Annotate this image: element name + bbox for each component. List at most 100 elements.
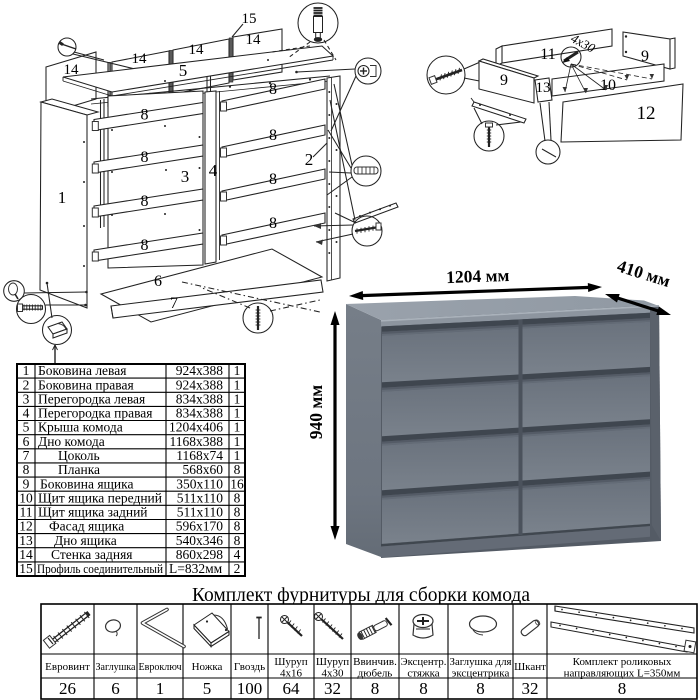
svg-text:Шуруп: Шуруп <box>316 656 349 668</box>
svg-text:эксцентрика: эксцентрика <box>452 668 510 680</box>
svg-text:1204 мм: 1204 мм <box>446 265 510 287</box>
svg-text:1: 1 <box>234 377 241 392</box>
svg-text:14: 14 <box>64 62 80 78</box>
svg-text:8: 8 <box>234 533 241 548</box>
svg-text:7: 7 <box>170 295 178 312</box>
svg-text:Шкант: Шкант <box>514 661 546 673</box>
svg-text:9: 9 <box>500 72 508 89</box>
svg-text:1168х388: 1168х388 <box>170 434 224 449</box>
svg-text:10: 10 <box>600 77 616 94</box>
svg-text:15: 15 <box>19 561 33 576</box>
svg-text:26: 26 <box>59 679 76 698</box>
svg-text:924х388: 924х388 <box>176 377 224 392</box>
svg-text:2: 2 <box>23 377 30 392</box>
svg-text:2: 2 <box>305 150 314 169</box>
svg-text:3: 3 <box>181 167 190 186</box>
svg-text:Дно комода: Дно комода <box>38 434 105 449</box>
svg-text:1168х74: 1168х74 <box>176 448 223 463</box>
svg-text:15: 15 <box>242 11 257 27</box>
svg-text:1: 1 <box>23 363 30 378</box>
svg-text:8: 8 <box>269 171 277 188</box>
svg-text:Фасад ящика: Фасад ящика <box>49 519 124 534</box>
svg-text:Щит ящика передний: Щит ящика передний <box>38 490 162 505</box>
svg-text:8: 8 <box>476 679 485 698</box>
svg-text:Шуруп: Шуруп <box>274 656 307 668</box>
svg-text:12: 12 <box>19 519 33 534</box>
svg-text:4: 4 <box>209 161 218 180</box>
svg-text:1: 1 <box>234 392 241 407</box>
svg-text:Перегородка левая: Перегородка левая <box>38 392 145 407</box>
svg-text:8: 8 <box>141 237 149 254</box>
svg-text:11: 11 <box>540 46 555 63</box>
svg-text:12: 12 <box>637 103 656 124</box>
svg-text:8: 8 <box>234 490 241 505</box>
svg-text:511х110: 511х110 <box>177 490 223 505</box>
svg-text:8: 8 <box>419 679 428 698</box>
svg-text:5: 5 <box>203 679 212 698</box>
svg-text:350х110: 350х110 <box>176 476 223 491</box>
svg-text:540х346: 540х346 <box>176 533 224 548</box>
svg-text:6: 6 <box>23 434 30 449</box>
svg-text:Цоколь: Цоколь <box>58 448 100 463</box>
svg-text:Комплект роликовых: Комплект роликовых <box>573 656 672 668</box>
svg-text:64: 64 <box>283 679 301 698</box>
svg-text:940 мм: 940 мм <box>306 385 326 440</box>
svg-text:8: 8 <box>234 519 241 534</box>
svg-text:14: 14 <box>246 32 262 48</box>
svg-text:16: 16 <box>230 476 244 491</box>
svg-text:Крыша комода: Крыша комода <box>38 420 123 435</box>
svg-text:8: 8 <box>269 127 277 144</box>
svg-text:1: 1 <box>234 434 241 449</box>
svg-text:5: 5 <box>179 61 188 80</box>
svg-text:1: 1 <box>234 420 241 435</box>
svg-text:1: 1 <box>156 679 165 698</box>
svg-text:8: 8 <box>141 107 149 124</box>
svg-text:4: 4 <box>234 547 241 562</box>
svg-text:стяжка: стяжка <box>407 668 439 680</box>
svg-text:568х60: 568х60 <box>183 462 224 477</box>
svg-text:14: 14 <box>189 42 205 58</box>
svg-text:13: 13 <box>19 533 33 548</box>
svg-text:32: 32 <box>324 679 341 698</box>
svg-text:Ввинчив.: Ввинчив. <box>353 656 397 668</box>
svg-text:8: 8 <box>141 149 149 166</box>
svg-text:направляющих L=350мм: направляющих L=350мм <box>564 668 681 680</box>
svg-text:834х388: 834х388 <box>176 406 224 421</box>
svg-text:8: 8 <box>234 462 241 477</box>
svg-text:3: 3 <box>23 392 30 407</box>
svg-text:Евровинт: Евровинт <box>45 661 90 673</box>
svg-text:7: 7 <box>23 448 30 463</box>
svg-text:Боковина левая: Боковина левая <box>38 363 126 378</box>
svg-text:Боковина правая: Боковина правая <box>38 377 134 392</box>
svg-text:8: 8 <box>269 81 277 98</box>
svg-text:4х30: 4х30 <box>322 668 345 680</box>
svg-text:1: 1 <box>58 188 67 207</box>
svg-text:Профиль соединительный: Профиль соединительный <box>37 562 163 576</box>
svg-text:834х388: 834х388 <box>176 392 224 407</box>
svg-text:Планка: Планка <box>58 462 100 477</box>
svg-text:511х110: 511х110 <box>177 505 223 520</box>
svg-text:10: 10 <box>19 490 33 505</box>
svg-text:13: 13 <box>536 80 551 96</box>
svg-text:Дно ящика: Дно ящика <box>54 533 117 548</box>
svg-text:Щит ящика задний: Щит ящика задний <box>38 505 148 520</box>
svg-text:8: 8 <box>234 505 241 520</box>
svg-text:924х388: 924х388 <box>176 363 224 378</box>
svg-text:1: 1 <box>234 406 241 421</box>
svg-text:596х170: 596х170 <box>176 519 224 534</box>
svg-text:860х298: 860х298 <box>176 547 224 562</box>
svg-text:1: 1 <box>234 363 241 378</box>
svg-text:Заглушка: Заглушка <box>96 661 136 673</box>
svg-text:6: 6 <box>154 273 162 290</box>
svg-text:14: 14 <box>19 547 33 562</box>
svg-text:1: 1 <box>234 448 241 463</box>
svg-text:32: 32 <box>522 679 539 698</box>
svg-text:Ножка: Ножка <box>192 661 223 673</box>
svg-text:L=832мм: L=832мм <box>169 561 223 576</box>
svg-text:Заглушка для: Заглушка для <box>450 656 512 668</box>
svg-text:1204х406: 1204х406 <box>169 420 223 435</box>
svg-text:Комплект фурнитуры для сборки: Комплект фурнитуры для сборки комода <box>192 585 530 606</box>
svg-text:8: 8 <box>141 193 149 210</box>
svg-text:Эксцентр.: Эксцентр. <box>401 656 447 668</box>
svg-text:6: 6 <box>111 679 120 698</box>
